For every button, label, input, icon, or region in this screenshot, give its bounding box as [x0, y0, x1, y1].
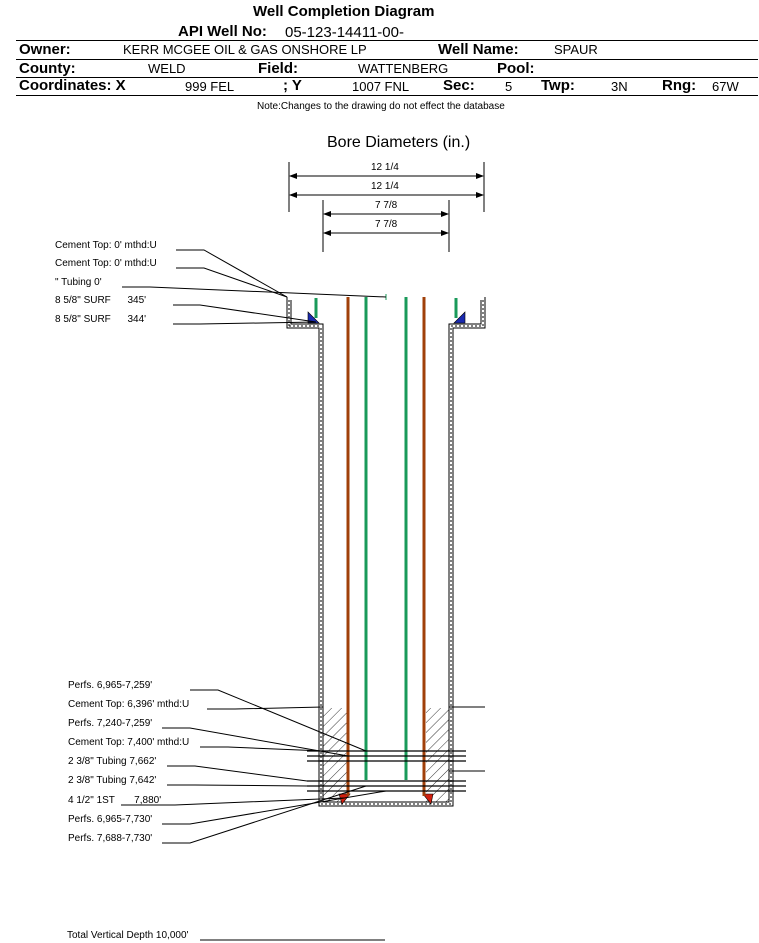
field-value: WATTENBERG — [358, 61, 449, 76]
coord-x-label: Coordinates: X — [19, 77, 126, 94]
bore-diameter-label-3: 7 7/8 — [375, 200, 398, 211]
annotation-tubing-7662: 2 3/8" Tubing 7,662' — [68, 756, 157, 767]
database-note: Note:Changes to the drawing do not effec… — [257, 101, 505, 112]
annotation-cement-top-2: Cement Top: 0' mthd:U — [55, 258, 157, 269]
top-leader-lines — [122, 249, 387, 325]
field-label: Field: — [258, 60, 298, 77]
sec-label: Sec: — [443, 77, 475, 94]
annotation-cement-top-1: Cement Top: 0' mthd:U — [55, 240, 157, 251]
surface-cement-right — [453, 311, 466, 324]
annotation-tubing-0: " Tubing 0' — [55, 277, 102, 288]
surface-cement-left — [307, 311, 320, 324]
pool-label: Pool: — [497, 60, 535, 77]
owner-value: KERR MCGEE OIL & GAS ONSHORE LP — [123, 42, 367, 57]
diagram-title: Well Completion Diagram — [253, 3, 435, 20]
well-name-label: Well Name: — [438, 41, 519, 58]
production-casing — [346, 297, 426, 796]
coord-y-label: ; Y — [283, 77, 302, 94]
total-vertical-depth: Total Vertical Depth 10,000' — [67, 930, 189, 941]
owner-label: Owner: — [19, 41, 71, 58]
annotation-perfs-4: Perfs. 7,688-7,730' — [68, 833, 153, 844]
production-cement-right — [422, 793, 434, 805]
annotation-cement-top-4: Cement Top: 7,400' mthd:U — [68, 737, 190, 748]
bore-diameter-label-2: 12 1/4 — [371, 181, 399, 192]
annotation-tubing-7642: 2 3/8" Tubing 7,642' — [68, 775, 157, 786]
rng-label: Rng: — [662, 77, 697, 94]
annotation-perfs-2: Perfs. 7,240-7,259' — [68, 718, 153, 729]
rng-value: 67W — [712, 79, 739, 94]
bore-diameter-label-1: 12 1/4 — [371, 162, 399, 173]
annotation-cement-top-3: Cement Top: 6,396' mthd:U — [68, 699, 190, 710]
annotation-surf-casing-1: 8 5/8" SURF 345' — [55, 295, 147, 306]
tubing-strings — [364, 297, 408, 780]
header-rule-4 — [16, 95, 758, 96]
bore-diameters-title: Bore Diameters (in.) — [327, 134, 471, 151]
county-value: WELD — [148, 61, 186, 76]
county-label: County: — [19, 60, 76, 77]
bottom-leader-lines — [121, 689, 387, 844]
sec-value: 5 — [505, 79, 513, 94]
annotation-production-casing: 4 1/2" 1ST 7,880' — [68, 795, 162, 806]
right-depth-markers — [449, 706, 485, 772]
header-rule-3 — [16, 77, 758, 78]
perforation-bands — [307, 750, 466, 792]
bore-dimension-lines — [288, 162, 485, 252]
annotation-perfs-3: Perfs. 6,965-7,730' — [68, 814, 153, 825]
coord-x-value: 999 FEL — [185, 79, 235, 94]
bore-diameter-label-4: 7 7/8 — [375, 219, 398, 230]
bore-outline-dashed — [288, 300, 484, 805]
surface-casing-stubs — [314, 298, 458, 318]
annotation-surf-casing-2: 8 5/8" SURF 344' — [55, 314, 147, 325]
api-value: 05-123-14411-00- — [285, 24, 404, 41]
twp-value: 3N — [611, 79, 628, 94]
well-name-value: SPAUR — [554, 42, 598, 57]
bore-outline — [286, 297, 486, 807]
coord-y-value: 1007 FNL — [352, 79, 410, 94]
annotation-perfs-1: Perfs. 6,965-7,259' — [68, 680, 153, 691]
api-label: API Well No: — [178, 23, 267, 40]
header-rule-1 — [16, 40, 758, 41]
twp-label: Twp: — [541, 77, 575, 94]
header-rule-2 — [16, 59, 758, 60]
